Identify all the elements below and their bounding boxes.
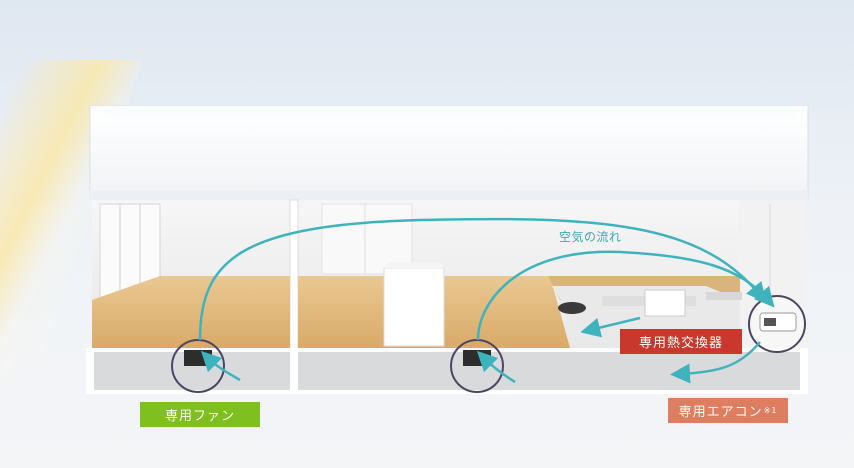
air-conditioner-note: ※1 bbox=[763, 406, 778, 415]
kitchen-island bbox=[383, 262, 445, 347]
fan-label: 専用ファン bbox=[140, 402, 260, 427]
airflow-arrows bbox=[198, 217, 775, 384]
air-conditioner-label-text: 専用エアコン bbox=[678, 405, 763, 420]
heat-exchanger-label: 専用熱交換器 bbox=[620, 329, 742, 354]
air-conditioner-unit bbox=[748, 295, 806, 353]
robot-vacuum-icon bbox=[558, 302, 586, 314]
airflow-label: 空気の流れ bbox=[559, 230, 622, 244]
roof bbox=[89, 105, 809, 200]
air-conditioner-label: 専用エアコン※1 bbox=[668, 398, 788, 423]
